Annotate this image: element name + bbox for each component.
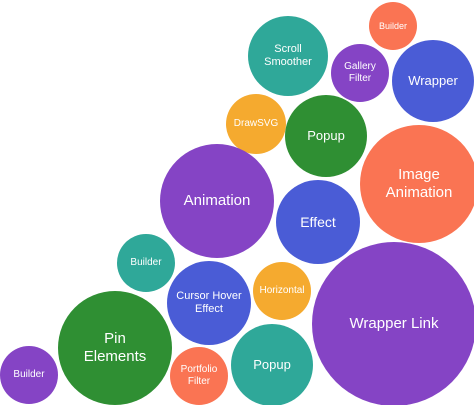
- bubble-horizontal[interactable]: Horizontal: [253, 262, 311, 320]
- bubble-builder-mid[interactable]: Builder: [117, 234, 175, 292]
- bubble-builder-bottom-left[interactable]: Builder: [0, 346, 58, 404]
- bubble-label: Animation: [183, 192, 251, 209]
- bubble-wrapper-link[interactable]: Wrapper Link: [312, 242, 474, 405]
- bubble-label: Builder: [378, 20, 407, 31]
- bubble-label: Popup: [253, 357, 291, 373]
- bubble-label: Builder: [13, 369, 45, 380]
- bubble-label: Builder: [130, 257, 162, 268]
- bubble-drawsvg[interactable]: DrawSVG: [226, 94, 286, 154]
- bubble-label: Effect: [300, 213, 336, 230]
- bubble-effect[interactable]: Effect: [276, 180, 360, 264]
- bubble-label: Popup: [307, 128, 345, 144]
- bubble-label: Horizontal: [259, 285, 305, 296]
- bubble-label: Wrapper: [408, 73, 458, 89]
- bubble-animation[interactable]: Animation: [160, 144, 274, 258]
- bubble-wrapper[interactable]: Wrapper: [392, 40, 474, 122]
- bubble-popup-top[interactable]: Popup: [285, 95, 367, 177]
- bubble-builder-top[interactable]: Builder: [369, 2, 417, 50]
- bubble-popup-bottom[interactable]: Popup: [231, 324, 313, 405]
- bubble-label: DrawSVG: [233, 118, 279, 129]
- bubble-label: Wrapper Link: [349, 315, 439, 332]
